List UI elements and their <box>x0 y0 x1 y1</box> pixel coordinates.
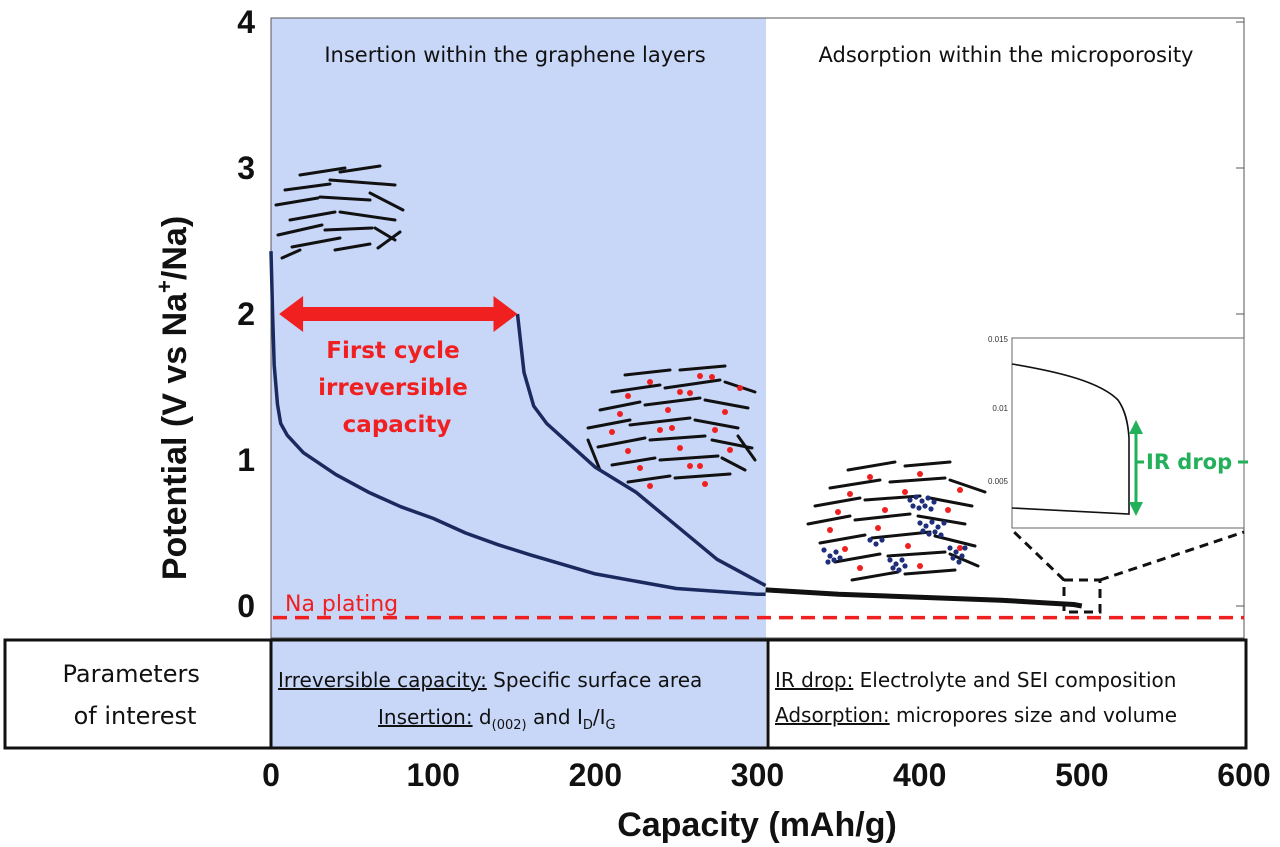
y-tick-label: 1 <box>237 442 255 478</box>
series-line-2 <box>515 313 767 588</box>
param-insertion: Insertion: d(002) and ID/IG <box>378 705 616 733</box>
x-tick-label: 500 <box>1055 757 1108 793</box>
zoom-leader-right <box>1099 530 1245 582</box>
param-ir-drop: IR drop: Electrolyte and SEI composition <box>775 668 1176 692</box>
disordered-carbon-sketch-inserted <box>586 364 757 489</box>
param-ir-drop-key: IR drop: <box>775 668 853 692</box>
inset-tick-001: 0.01 <box>992 404 1008 413</box>
table-frame <box>3 638 1248 750</box>
plot-frame <box>270 17 1245 639</box>
param-adsorption-value: micropores size and volume <box>890 703 1177 727</box>
table-header: Parameters of interest <box>62 660 207 730</box>
param-ir-drop-value: Electrolyte and SEI composition <box>853 668 1176 692</box>
param-irreversible: Irreversible capacity: Specific surface … <box>278 668 702 692</box>
insertion-region <box>271 18 766 748</box>
x-tick-label: 200 <box>569 757 622 793</box>
x-tick-label: 300 <box>731 757 784 793</box>
x-tick-label: 600 <box>1217 757 1270 793</box>
table-header-line-2: of interest <box>74 702 197 730</box>
x-axis-label: Capacity (mAh/g) <box>617 806 897 844</box>
inset-tick-0005: 0.005 <box>988 477 1009 486</box>
irreversible-label-line-3: capacity <box>343 412 452 438</box>
y-tick-label: 4 <box>237 4 255 40</box>
series-line-3 <box>765 587 1083 609</box>
curves <box>269 251 1083 609</box>
zoom-leader-left <box>1010 528 1066 582</box>
ir-drop-inset: 0.015 0.01 0.005 IR drop <box>988 335 1248 529</box>
irreversible-label-line-2: irreversible <box>318 375 468 401</box>
table-header-line-1: Parameters <box>62 660 199 688</box>
arrow-head-right <box>493 296 518 332</box>
irreversible-label: First cycle irreversible capacity <box>318 338 476 438</box>
region-title-insertion: Insertion within the graphene layers <box>324 43 705 67</box>
param-insertion-key: Insertion: <box>378 705 473 729</box>
series-line-1 <box>269 251 766 597</box>
irreversible-capacity-arrow <box>279 296 518 332</box>
y-tick-label: 0 <box>237 588 255 624</box>
y-axis-label: Potential (V vs Na+/Na) <box>152 216 194 580</box>
y-tick-label: 2 <box>237 296 255 332</box>
y-tick-label: 3 <box>237 150 255 186</box>
arrow-head-left <box>279 296 304 332</box>
ir-drop-arrow-head-top <box>1129 420 1143 434</box>
irreversible-label-line-1: First cycle <box>326 338 459 364</box>
ir-drop-arrow-head-bottom <box>1129 502 1143 516</box>
param-irreversible-key: Irreversible capacity: <box>278 668 487 692</box>
region-title-adsorption: Adsorption within the microporosity <box>819 43 1194 67</box>
x-tick-label: 0 <box>262 757 280 793</box>
inset-tick-0015: 0.015 <box>988 335 1009 344</box>
parameters-table: Parameters of interest Irreversible capa… <box>3 638 1248 750</box>
y-axis-ticks: 0 1 2 3 4 <box>237 4 1244 624</box>
x-tick-label: 400 <box>893 757 946 793</box>
x-axis-ticks: 0 100 200 300 400 500 600 <box>262 757 1271 793</box>
inset-curve <box>1011 363 1130 515</box>
disordered-carbon-sketch-empty <box>274 164 405 260</box>
param-adsorption-key: Adsorption: <box>775 703 890 727</box>
zoom-box <box>1062 578 1102 614</box>
disordered-carbon-sketch-adsorbed <box>806 460 987 582</box>
ir-drop-label: IR drop <box>1146 450 1232 474</box>
param-adsorption: Adsorption: micropores size and volume <box>775 703 1177 727</box>
param-irreversible-value: Specific surface area <box>487 668 702 692</box>
na-plating-label: Na plating <box>285 592 398 617</box>
x-tick-label: 100 <box>406 757 459 793</box>
